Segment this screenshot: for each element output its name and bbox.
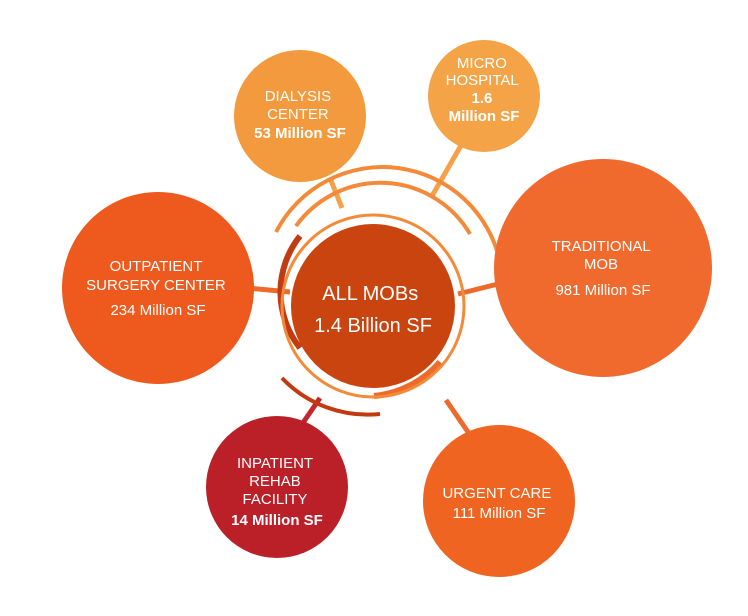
ring-outer-upper-arc (294, 180, 472, 236)
center-label: ALL MOBs (322, 283, 418, 305)
traditional-line-2: MOB (584, 256, 618, 273)
inpatient-line-1: INPATIENT (237, 455, 313, 472)
node-micro-hospital: MICRO HOSPITAL 1.6 Million SF (428, 40, 540, 152)
connector-urgent (443, 398, 471, 434)
ring-dark-left-arc (277, 234, 303, 350)
micro-line-3: 1.6 (471, 90, 492, 107)
dialysis-value: 53 Million SF (254, 125, 346, 142)
dialysis-circle (234, 50, 366, 182)
node-inpatient-rehab: INPATIENT REHAB FACILITY 14 Million SF (206, 416, 348, 558)
node-dialysis: DIALYSIS CENTER 53 Million SF (234, 50, 366, 182)
dialysis-line-1: DIALYSIS (265, 88, 331, 105)
micro-line-2: HOSPITAL (446, 72, 519, 89)
outpatient-line-1: OUTPATIENT (110, 258, 203, 275)
svg-text:MICRO HOSPITAL 1.6: MICRO HOSPITAL 1.6 Million SF (446, 55, 523, 125)
traditional-line-1: TRADITIONAL (552, 238, 651, 255)
outpatient-line-2: SURGERY CENTER (86, 277, 226, 294)
ring-lower-left-arc (280, 376, 381, 417)
micro-hospital-circle (428, 40, 540, 152)
node-outpatient-surgery: OUTPATIENT SURGERY CENTER 234 Million SF (62, 192, 254, 384)
micro-line-1: MICRO (457, 55, 507, 72)
inpatient-line-2: REHAB (249, 473, 301, 490)
svg-text:INPATIENT REHAB FA: INPATIENT REHAB FACILITY 14 Million SF (231, 455, 323, 529)
outpatient-value: 234 Million SF (110, 302, 205, 319)
inpatient-line-3: FACILITY (243, 491, 308, 508)
svg-text:ALL MOBs 1.4 Billion SF: ALL MOBs 1.4 Billion SF (314, 283, 432, 337)
urgent-care-circle (423, 425, 575, 577)
svg-text:URGENT CARE 111 Million: URGENT CARE 111 Million SF (442, 485, 555, 522)
ring-outer-light-arc (274, 165, 502, 263)
dialysis-line-2: CENTER (267, 106, 329, 123)
ring-inner-circle (280, 213, 466, 399)
svg-text:DIALYSIS CENTER 53: DIALYSIS CENTER 53 Million SF (254, 88, 346, 142)
node-traditional-mob: TRADITIONAL MOB 981 Million SF (494, 159, 712, 377)
urgent-value: 111 Million SF (453, 505, 546, 522)
outpatient-surgery-circle (62, 192, 254, 384)
ring-lower-right-arc (373, 360, 443, 399)
inpatient-rehab-circle (206, 416, 348, 558)
svg-text:TRADITIONAL MOB 98: TRADITIONAL MOB 981 Million SF (552, 238, 655, 299)
urgent-line-1: URGENT CARE (442, 485, 551, 502)
node-urgent-care: URGENT CARE 111 Million SF (423, 425, 575, 577)
all-mobs-circle (291, 224, 455, 388)
connector-micro (429, 140, 466, 198)
traditional-mob-circle (494, 159, 712, 377)
connector-traditional (457, 281, 499, 297)
center-value: 1.4 Billion SF (314, 315, 432, 337)
traditional-value: 981 Million SF (555, 282, 650, 299)
micro-value: Million SF (449, 108, 520, 125)
svg-text:OUTPATIENT SURGERY CENTE: OUTPATIENT SURGERY CENTER 234 Million SF (86, 258, 230, 319)
node-all-mobs: ALL MOBs 1.4 Billion SF (291, 224, 455, 388)
inpatient-value: 14 Million SF (231, 512, 323, 529)
center-rings (274, 165, 502, 417)
